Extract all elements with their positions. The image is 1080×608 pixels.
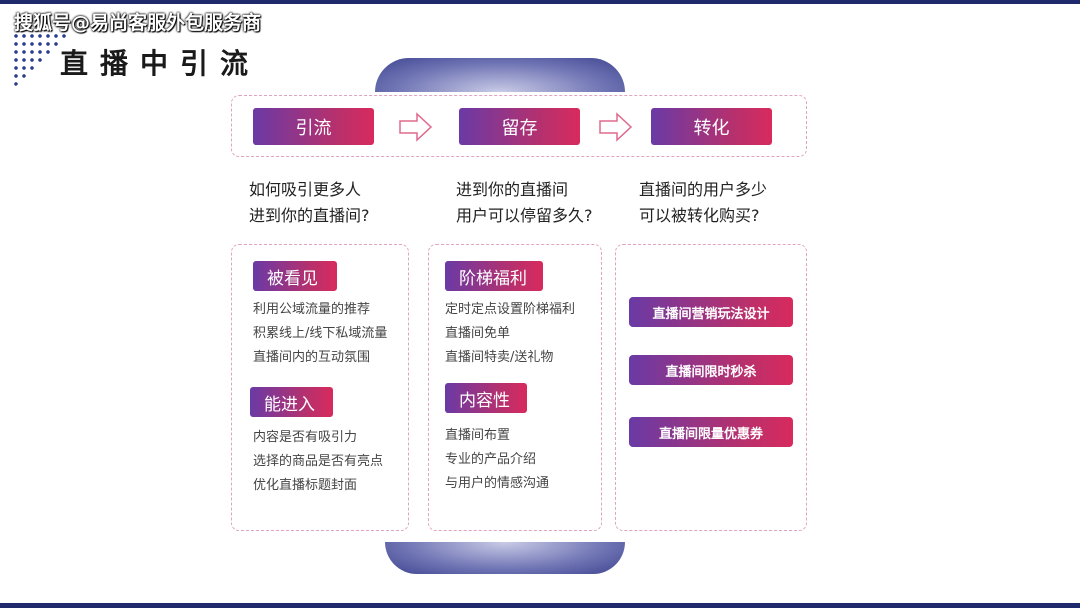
list-item: 积累线上/线下私域流量 [253,326,388,341]
question-3-line-2: 可以被转化购买? [639,206,760,225]
section-tag: 被看见 [253,261,337,291]
question-3: 直播间的用户多少 可以被转化购买? [639,177,767,229]
question-2: 进到你的直播间 用户可以停留多久? [456,177,593,229]
list-item: 直播间免单 [445,326,511,341]
section-list: 利用公域流量的推荐 积累线上/线下私域流量 直播间内的互动氛围 [253,298,387,370]
arrow-right-icon [399,112,433,142]
section-list: 内容是否有吸引力 选择的商品是否有亮点 优化直播标题封面 [253,426,383,498]
top-border [0,0,1080,4]
question-3-line-1: 直播间的用户多少 [639,180,768,199]
section-tag: 阶梯福利 [445,261,543,291]
page-title: 直播中引流 [60,47,261,80]
stage-label-2: 留存 [459,108,580,145]
question-2-line-1: 进到你的直播间 [456,180,569,199]
list-item: 优化直播标题封面 [253,478,358,493]
section-list: 直播间布置 专业的产品介绍 与用户的情感沟通 [445,424,549,496]
question-1-line-1: 如何吸引更多人 [249,180,362,199]
decorative-arc-bottom [385,542,625,574]
question-2-line-2: 用户可以停留多久? [456,206,593,225]
question-1-line-2: 进到你的直播间? [249,206,370,225]
list-item: 直播间内的互动氛围 [253,350,371,365]
conversion-pill: 直播间限时秒杀 [629,355,793,385]
conversion-pill: 直播间营销玩法设计 [629,297,793,327]
list-item: 直播间布置 [445,428,511,443]
list-item: 直播间特卖/送礼物 [445,350,554,365]
bottom-border [0,603,1080,608]
list-item: 专业的产品介绍 [445,452,537,467]
section-list: 定时定点设置阶梯福利 直播间免单 直播间特卖/送礼物 [445,298,575,370]
watermark: 搜狐号@易尚客服外包服务商 [14,12,262,34]
question-1: 如何吸引更多人 进到你的直播间? [249,177,370,229]
list-item: 内容是否有吸引力 [253,430,358,445]
list-item: 选择的商品是否有亮点 [253,454,384,469]
arrow-right-icon [599,112,633,142]
conversion-pill: 直播间限量优惠券 [629,417,793,447]
section-tag: 能进入 [250,387,333,417]
stage-label-3: 转化 [651,108,772,145]
list-item: 定时定点设置阶梯福利 [445,302,576,317]
decorative-arc-top [375,58,625,92]
list-item: 与用户的情感沟通 [445,476,550,491]
list-item: 利用公域流量的推荐 [253,302,371,317]
stage-label-1: 引流 [253,108,374,145]
column-box-3 [615,244,807,531]
section-tag: 内容性 [445,383,527,413]
